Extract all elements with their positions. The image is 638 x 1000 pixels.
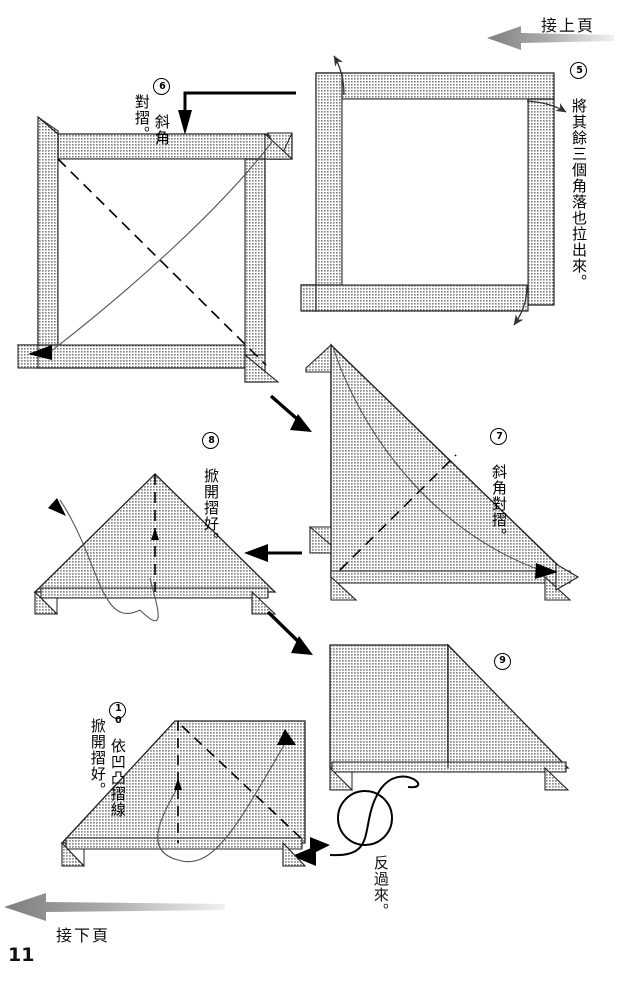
step-5-marker: 5: [570, 62, 587, 79]
step-5-line-1: 將其餘三個角落也拉出來。: [570, 98, 588, 290]
step-8-caption: 8 掀開摺好。: [202, 432, 220, 548]
flow-arrow-6-to-7: [269, 394, 312, 432]
step-5-diagram: [300, 55, 567, 326]
step-7-column-1: 7 斜角對摺。: [490, 428, 508, 544]
step-6-column-1: 6 斜角: [152, 78, 171, 146]
continued-on-next-label: 接下頁: [56, 926, 111, 945]
step-6-line-2: 對摺。: [132, 94, 151, 142]
step-6-column-2: 對摺。: [132, 78, 151, 142]
step-8-line-1: 掀開摺好。: [202, 468, 220, 548]
continued-from-previous-arrow: [487, 26, 614, 50]
step-7-marker: 7: [490, 428, 507, 445]
step-6-diagram: [16, 115, 294, 383]
step-10-caption: 10 依凹凸摺線 掀開摺好。: [88, 702, 127, 818]
step-6-caption: 6 斜角 對摺。: [132, 78, 171, 146]
step-10-line-1: 依凹凸摺線: [108, 738, 127, 818]
continued-on-next-arrow: [4, 893, 225, 921]
turn-over-label: 反過來。: [371, 855, 390, 919]
step-7-caption: 7 斜角對摺。: [490, 428, 508, 544]
flow-arrow-7-to-8: [244, 544, 302, 562]
step-10-diagram: [60, 720, 330, 867]
flow-arrow-8-to-9: [266, 610, 313, 655]
step-5-column-1: 5 將其餘三個角落也拉出來。: [570, 62, 588, 290]
step-7-line-1: 斜角對摺。: [490, 464, 508, 544]
step-10-line-2: 掀開摺好。: [88, 718, 107, 798]
step-6-marker: 6: [152, 78, 170, 95]
step-10-column-2: 掀開摺好。: [88, 702, 107, 798]
step-8-column-1: 8 掀開摺好。: [202, 432, 220, 548]
page-number: 11: [8, 944, 35, 966]
step-5-caption: 5 將其餘三個角落也拉出來。: [570, 62, 588, 290]
step-9-diagram: [329, 643, 570, 791]
step-7-diagram: [305, 343, 580, 601]
turn-over-arrow: [292, 775, 420, 866]
step-10-column-1: 10 依凹凸摺線: [108, 702, 127, 818]
step-8-marker: 8: [202, 432, 219, 449]
step-10-marker: 10: [108, 702, 126, 727]
step-9-marker: 9: [494, 653, 511, 670]
flow-arrow-5-to-6: [178, 91, 296, 135]
step-8-diagram: [33, 473, 277, 622]
continued-from-previous-label: 接上頁: [541, 16, 596, 35]
step-6-line-1: 斜角: [152, 114, 171, 146]
